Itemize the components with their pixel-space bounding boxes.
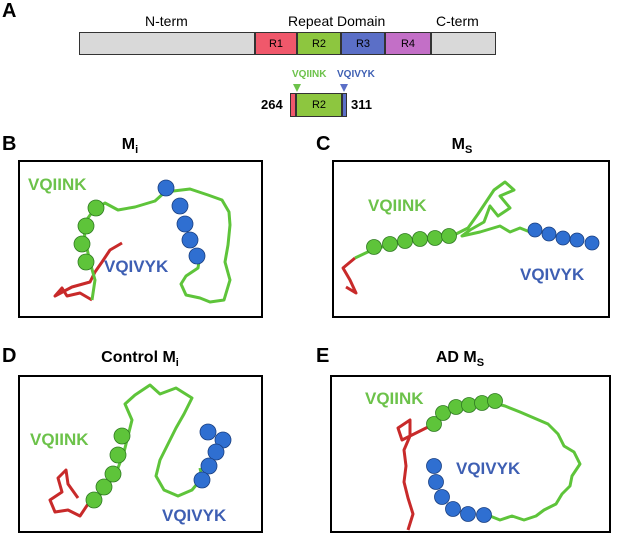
panel-d-vqivyk-label: VQIVYK <box>162 506 227 525</box>
panel-e-vqivyk-label: VQIVYK <box>456 459 521 478</box>
panel-c-title: MS <box>451 136 473 157</box>
panel-b-vqivyk-label: VQIVYK <box>104 257 169 276</box>
panel-letter-d: D <box>2 345 17 367</box>
zoom-r3-sliver <box>342 93 347 117</box>
panel-d-red-chain <box>48 468 90 518</box>
panel-e-vqiink-label: VQIINK <box>365 389 424 408</box>
residue-end: 311 <box>351 97 372 112</box>
panel-b-green-chain-2 <box>164 187 232 304</box>
motif-vqivyk-label: VQIVYK <box>337 69 375 80</box>
panel-b-green-spheres <box>73 199 105 271</box>
panel-b-title: Mi <box>121 136 139 157</box>
motif-vqiink-label: VQIINK <box>292 69 327 80</box>
segment-r3: R3 <box>341 32 385 55</box>
zoom-r2-segment: R2 <box>296 93 342 117</box>
zoom-r1-sliver <box>290 93 296 117</box>
panel-d-vqiink-label: VQIINK <box>30 430 89 449</box>
panel-letter-c: C <box>316 133 331 155</box>
segment-r4: R4 <box>385 32 431 55</box>
panel-c-red-chain <box>341 256 358 295</box>
panel-e-red-chain <box>396 418 433 531</box>
residue-start: 264 <box>261 97 283 112</box>
panel-b-box <box>18 160 263 318</box>
segment-r1: R1 <box>255 32 297 55</box>
panel-c-vqiink-label: VQIINK <box>368 196 427 215</box>
panel-letter-b: B <box>2 133 17 155</box>
segment-nterm <box>79 32 255 55</box>
panel-d-structure <box>48 383 204 518</box>
panel-d-title: Control Mi <box>101 349 179 370</box>
panel-d-blue-spheres <box>193 423 232 489</box>
panel-b-red-chain <box>53 241 123 302</box>
panel-e-blue-spheres <box>426 458 492 523</box>
panel-e-green-spheres <box>426 393 503 432</box>
panel-c-blue-spheres <box>527 222 600 251</box>
panel-e-title: AD MS <box>435 349 485 370</box>
panel-letter-e: E <box>316 345 330 367</box>
segment-r2: R2 <box>297 32 341 55</box>
repeat-domain-label: Repeat Domain <box>288 13 386 29</box>
segment-cterm <box>431 32 496 55</box>
panel-c-vqivyk-label: VQIVYK <box>520 265 585 284</box>
nterm-label: N-term <box>145 13 188 29</box>
panel-letter-a: A <box>2 0 17 22</box>
cterm-label: C-term <box>436 13 479 29</box>
panel-d-green-spheres <box>85 427 131 509</box>
panel-c-green-spheres <box>366 228 457 255</box>
panel-b-blue-spheres <box>157 179 206 265</box>
panel-b-vqiink-label: VQIINK <box>28 175 87 194</box>
